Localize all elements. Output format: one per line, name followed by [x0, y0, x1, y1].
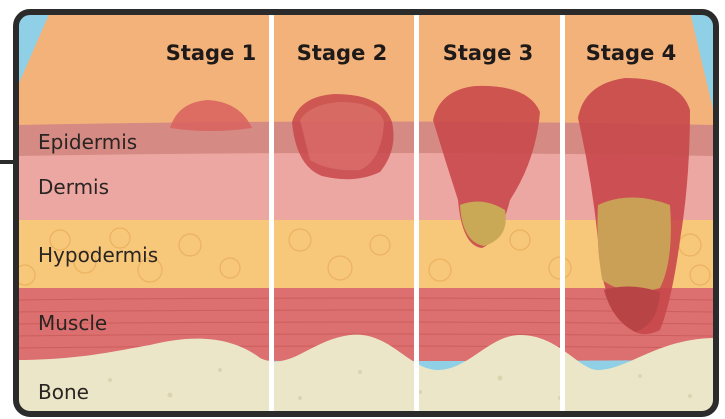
- layer-epidermis-label: Epidermis: [38, 130, 137, 154]
- layer-bone-label: Bone: [38, 380, 89, 404]
- layer-dermis-label: Dermis: [38, 175, 109, 199]
- divider-2: [414, 12, 419, 414]
- stage-4-slough: [598, 198, 671, 292]
- stage-2-label: Stage 2: [297, 41, 388, 65]
- layer-muscle-label: Muscle: [38, 311, 107, 335]
- divider-1: [269, 12, 274, 414]
- stage-1-label: Stage 1: [166, 41, 257, 65]
- skin-cross-section: Stage 1 Stage 2 Stage 3 Stage 4 Epidermi…: [15, 12, 718, 419]
- layer-hypodermis-label: Hypodermis: [38, 243, 158, 267]
- divider-3: [560, 12, 565, 414]
- stage-3-label: Stage 3: [443, 41, 534, 65]
- stage-4-label: Stage 4: [586, 41, 677, 65]
- stage-2-wound-inner: [300, 102, 384, 170]
